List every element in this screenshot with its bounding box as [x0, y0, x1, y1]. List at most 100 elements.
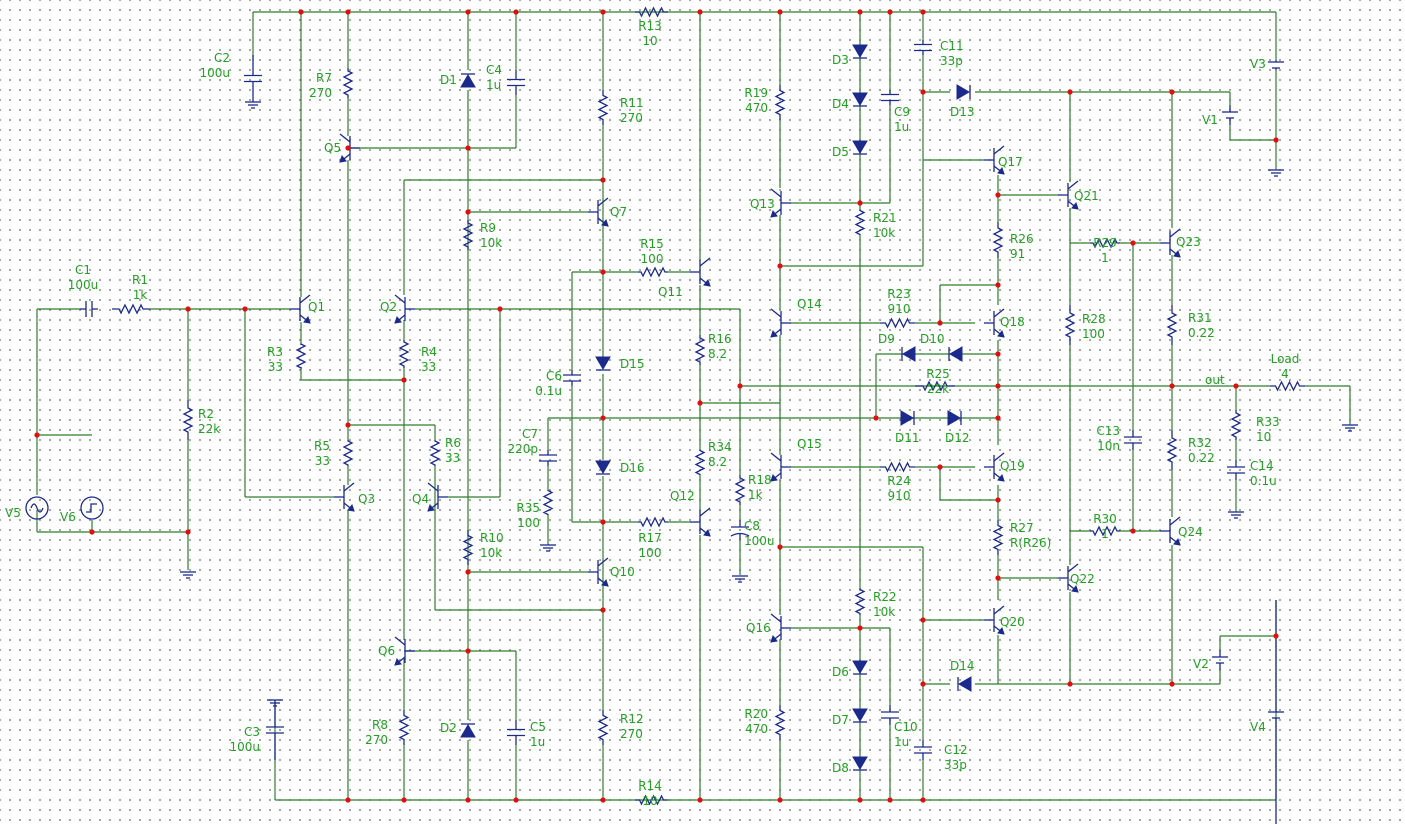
resistor-r4[interactable]	[398, 340, 410, 368]
transistor-q4[interactable]	[427, 482, 448, 512]
capacitor-c4[interactable]	[507, 70, 525, 95]
transistor-q16[interactable]	[770, 613, 791, 643]
source-v1[interactable]	[1222, 105, 1238, 125]
diode-d15[interactable]	[595, 356, 611, 371]
capacitor-c12[interactable]	[914, 740, 932, 760]
diode-d7[interactable]	[852, 708, 868, 723]
capacitor-c5[interactable]	[507, 720, 525, 745]
source-v3[interactable]	[1268, 60, 1284, 70]
transistor-q6[interactable]	[394, 636, 415, 666]
pulse-source-icon[interactable]	[80, 496, 104, 520]
capacitor-c14[interactable]	[1227, 460, 1245, 480]
transistor-q21[interactable]	[1058, 180, 1079, 210]
resistor-r30[interactable]	[1090, 525, 1120, 537]
diode-d13[interactable]	[956, 84, 971, 100]
capacitor-c10[interactable]	[881, 705, 899, 725]
transistor-q10[interactable]	[588, 557, 609, 587]
diode-d6[interactable]	[852, 660, 868, 675]
component-label: Q23	[1176, 235, 1201, 249]
resistor-r13[interactable]	[635, 6, 668, 18]
capacitor-c3[interactable]	[266, 700, 284, 760]
diode-d14[interactable]	[957, 676, 972, 692]
diode-d10[interactable]	[948, 346, 963, 362]
capacitor-c7[interactable]	[539, 450, 557, 466]
transistor-q12[interactable]	[690, 507, 711, 537]
resistor-r9[interactable]	[462, 220, 474, 250]
transistor-q18[interactable]	[984, 308, 1005, 338]
transistor-q7[interactable]	[588, 197, 609, 227]
capacitor-c8[interactable]	[730, 520, 750, 540]
resistor-r24[interactable]	[880, 461, 915, 473]
resistor-r35[interactable]	[542, 489, 554, 516]
resistor-r10[interactable]	[462, 530, 474, 565]
resistor-r11[interactable]	[597, 90, 609, 125]
resistor-r26[interactable]	[992, 222, 1004, 258]
diode-d2[interactable]	[460, 723, 476, 738]
transistor-q15[interactable]	[770, 452, 791, 482]
transistor-q17[interactable]	[984, 145, 1005, 175]
diode-d16[interactable]	[595, 460, 611, 475]
resistor-r16[interactable]	[694, 335, 706, 365]
transistor-q22[interactable]	[1058, 563, 1079, 593]
transistor-q13[interactable]	[770, 188, 791, 218]
capacitor-c2[interactable]	[244, 55, 262, 102]
resistor-r15[interactable]	[638, 266, 668, 278]
resistor-r23[interactable]	[880, 317, 915, 329]
resistor-r25[interactable]	[915, 380, 955, 392]
resistor-r18[interactable]	[734, 475, 746, 505]
resistor-r28[interactable]	[1064, 305, 1076, 345]
resistor-r3[interactable]	[295, 342, 307, 370]
source-v2[interactable]	[1212, 650, 1228, 670]
junction-dot	[242, 306, 248, 312]
resistor-r32[interactable]	[1166, 430, 1178, 470]
transistor-q11[interactable]	[690, 257, 711, 287]
diode-d11[interactable]	[900, 410, 915, 426]
transistor-q23[interactable]	[1160, 228, 1181, 258]
resistor-r17[interactable]	[638, 516, 668, 528]
transistor-q14[interactable]	[770, 308, 791, 338]
capacitor-c6[interactable]	[563, 370, 581, 386]
capacitor-c11[interactable]	[914, 40, 932, 55]
capacitor-c13[interactable]	[1124, 430, 1142, 450]
resistor-r27[interactable]	[992, 520, 1004, 555]
transistor-q20[interactable]	[984, 605, 1005, 635]
source-v4[interactable]	[1268, 600, 1284, 824]
ground-icon	[1268, 169, 1284, 177]
capacitor-c9[interactable]	[881, 90, 899, 105]
resistor-r5[interactable]	[342, 440, 354, 466]
resistor-r21[interactable]	[854, 209, 866, 236]
diode-d5[interactable]	[852, 140, 868, 155]
resistor-r22[interactable]	[854, 588, 866, 615]
resistor-r19[interactable]	[774, 85, 786, 120]
resistor-r31[interactable]	[1166, 305, 1178, 345]
resistor-r33[interactable]	[1230, 410, 1242, 440]
resistor-r20[interactable]	[774, 705, 786, 740]
resistor-r29[interactable]	[1090, 237, 1120, 249]
transistor-q2[interactable]	[394, 294, 415, 324]
transistor-q3[interactable]	[334, 482, 355, 512]
diode-d12[interactable]	[947, 410, 962, 426]
resistor-name: R9	[480, 221, 496, 235]
junction-dot	[1233, 383, 1239, 389]
resistor-r7[interactable]	[342, 68, 354, 98]
resistor-r6[interactable]	[429, 440, 441, 466]
resistor-r14[interactable]	[635, 794, 668, 806]
transistor-q24[interactable]	[1160, 516, 1181, 546]
transistor-q19[interactable]	[984, 452, 1005, 482]
resistor-r12[interactable]	[597, 710, 609, 745]
resistor-r34[interactable]	[694, 449, 706, 476]
resistor-r2[interactable]	[182, 400, 194, 440]
resistor-r8[interactable]	[398, 710, 410, 745]
diode-d1[interactable]	[460, 73, 476, 88]
resistor-r1[interactable]	[112, 303, 150, 315]
resistor-value: 4	[1281, 367, 1289, 381]
ac-source-icon[interactable]	[25, 496, 49, 520]
transistor-q1[interactable]	[290, 294, 311, 324]
diode-d4[interactable]	[852, 92, 868, 107]
capacitor-c1[interactable]	[80, 301, 98, 317]
diode-d8[interactable]	[852, 756, 868, 771]
resistor-load[interactable]	[1270, 380, 1305, 392]
junction-dot	[345, 797, 351, 803]
diode-d3[interactable]	[852, 44, 868, 59]
diode-d9[interactable]	[901, 346, 916, 362]
